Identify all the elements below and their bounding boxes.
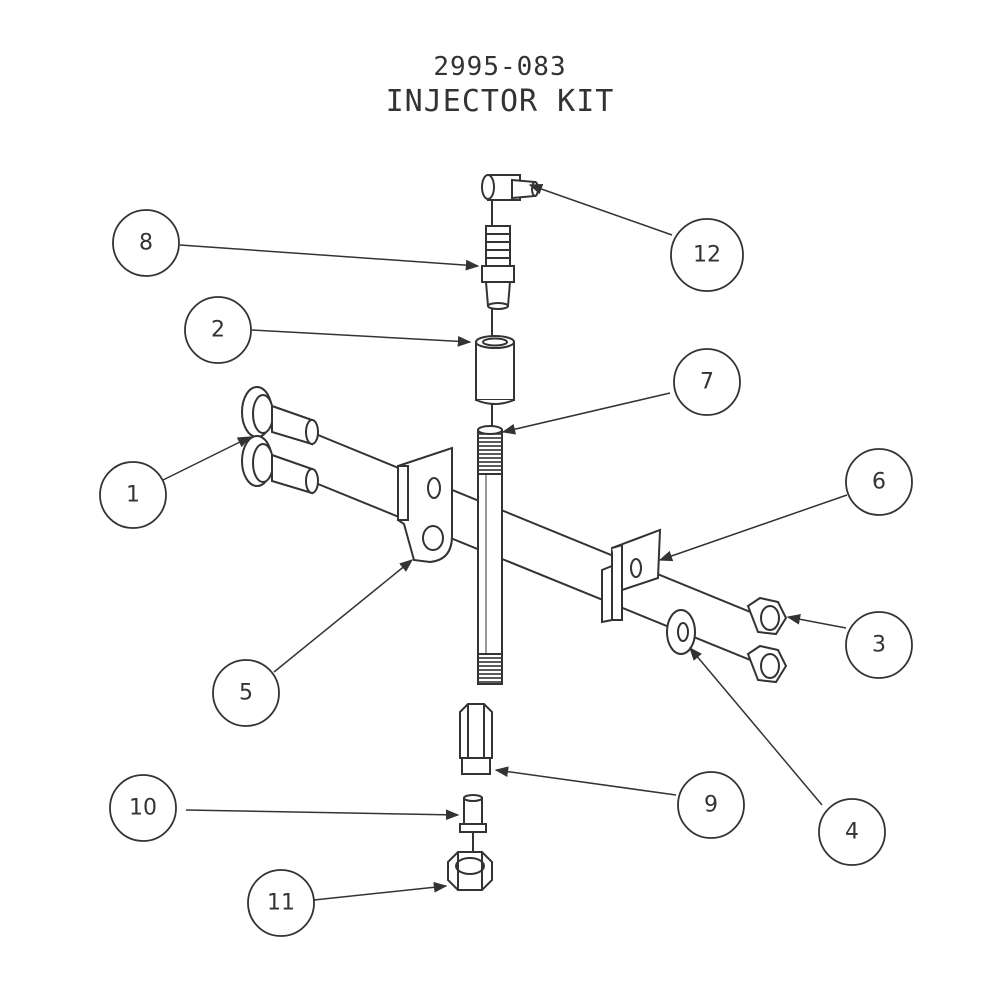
callout-label-2: 2 (211, 318, 225, 343)
callout-circle-1 (99, 461, 167, 529)
part-6-right-bracket (601, 528, 662, 624)
callout-circle-8 (112, 209, 180, 277)
callout-label-5: 5 (239, 681, 253, 706)
callout-circle-11 (247, 869, 315, 937)
part-4-flat-washer (666, 609, 696, 655)
part-10-bushing (459, 794, 487, 833)
part-12-elbow-fitting (481, 174, 539, 201)
callout-label-6: 6 (872, 470, 886, 495)
callout-circle-3 (845, 611, 913, 679)
part-8-barb-nipple (481, 225, 515, 310)
callout-label-3: 3 (872, 633, 886, 658)
part-3-lock-nuts (746, 596, 788, 684)
callout-circle-2 (184, 296, 252, 364)
callout-circle-10 (109, 774, 177, 842)
part-2-spacer-tube (475, 335, 515, 405)
callout-label-10: 10 (129, 796, 157, 821)
callout-circle-9 (677, 771, 745, 839)
callout-circle-12 (670, 218, 744, 292)
part-9-hex-coupling (459, 703, 493, 775)
callout-label-4: 4 (845, 820, 859, 845)
callout-label-8: 8 (139, 231, 153, 256)
leader-lines (160, 183, 848, 901)
part-1-bolts (241, 386, 319, 495)
callout-label-1: 1 (126, 483, 140, 508)
callout-label-9: 9 (704, 793, 718, 818)
kit-title: INJECTOR KIT (385, 84, 615, 119)
part-5-left-bracket (397, 446, 453, 564)
callout-label-12: 12 (693, 243, 721, 268)
callout-label-11: 11 (267, 891, 295, 916)
callout-circle-4 (818, 798, 886, 866)
callout-circles (99, 209, 913, 937)
callout-circle-5 (212, 659, 280, 727)
callout-circle-6 (845, 448, 913, 516)
part-7-injector-rod (477, 425, 503, 685)
part-number: 2995-083 (433, 52, 567, 82)
callout-label-7: 7 (700, 370, 714, 395)
part-11-compression-nut (447, 851, 493, 891)
callout-circle-7 (673, 348, 741, 416)
